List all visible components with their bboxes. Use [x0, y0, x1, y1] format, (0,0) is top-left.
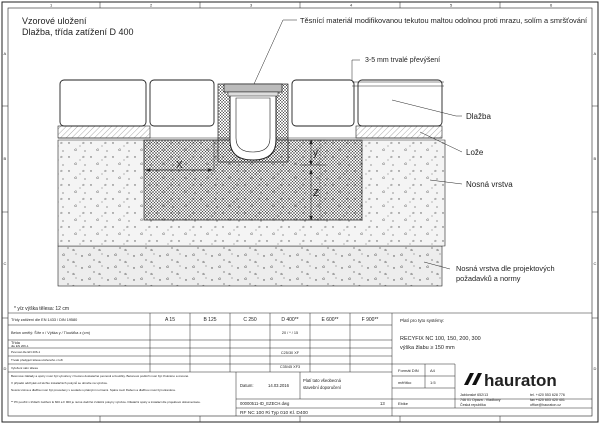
- d400-class: C25/30 XF: [281, 351, 300, 355]
- dim-x-label: X: [176, 160, 183, 171]
- title-block-grid: [8, 312, 592, 416]
- frame-row-label: C: [4, 261, 7, 266]
- format-value: A4: [430, 368, 436, 373]
- small-row: Trvalé předpjetí tělesa uloženého v loži: [11, 358, 63, 362]
- scale-label: měřítko: [398, 380, 412, 385]
- row-class-sub: dle EN 206-1: [11, 344, 29, 348]
- paving-stones: [59, 79, 443, 127]
- applies-systems: RECYFIX NC 100, 150, 200, 300: [400, 336, 481, 342]
- leader-lines: [253, 19, 463, 270]
- frame-row-label: D: [4, 366, 7, 371]
- scale-value: 1:5: [430, 380, 436, 385]
- desc-line1: Platí tato všeobecná: [303, 378, 342, 383]
- sheet-number: 13: [380, 401, 385, 406]
- frame-row-label: A: [594, 51, 597, 56]
- frame-col-label: 5: [450, 3, 453, 8]
- title-line1: Vzorové uložení: [22, 16, 87, 26]
- frame-row-label: B: [594, 156, 597, 161]
- dim-z-label: Z: [313, 188, 319, 199]
- note-line: ** Při použití v třídách zatížení E 600 …: [11, 400, 201, 404]
- note-line: Nosná vrstva a dlažba musí být provedeny…: [11, 388, 176, 392]
- frame-col-label: 6: [550, 3, 553, 8]
- desc-line2: stavební doporučení: [303, 385, 342, 390]
- subbase-layer: [57, 245, 443, 287]
- dim-y-label: y: [313, 148, 318, 159]
- date-label: Datum:: [240, 383, 254, 388]
- file-name: 00000511-ID_EZECH.dwg: [240, 401, 290, 406]
- drainage-channel: [217, 83, 289, 163]
- frame-col-label: 1: [50, 3, 53, 8]
- load-class-headers: A 15 B 125 C 250 D 400** E 600** F 900**: [165, 317, 378, 323]
- d400-class2: C35/45 XF3: [280, 365, 300, 369]
- company-address2: 746 01 Opava - Vlaďkovy: [460, 398, 501, 402]
- frame-row-label: A: [4, 51, 7, 56]
- table-left-labels: Třídy zatížení dle EN 1433 / DIN 19580 B…: [11, 318, 91, 370]
- note-yz: * y/z výška tělesa: 12 cm: [14, 306, 69, 312]
- load-class-e600: E 600**: [322, 317, 339, 323]
- table-header-left: Třídy zatížení dle EN 1433 / DIN 19580: [11, 318, 77, 322]
- load-class-a15: A 15: [165, 317, 175, 323]
- concrete-haunch: [143, 139, 363, 221]
- label-paving: Dlažba: [466, 112, 491, 121]
- frame-row-label: C: [594, 261, 597, 266]
- grating: [223, 83, 283, 93]
- drawing-ref: RF NC 100 Ri Typ 010 Kl. D400: [240, 410, 308, 416]
- applies-label: Platí pro tyto systémy:: [400, 318, 444, 323]
- applies-height: výška žlabu ≥ 150 mm: [400, 345, 455, 351]
- bed-layer-left: [57, 125, 151, 139]
- note-line: V případě odchylek od těchto instalačníc…: [11, 381, 108, 385]
- d400-concrete-dims: 20 / * / 15: [282, 331, 298, 335]
- label-bearing-layer: Nosná vrstva: [466, 180, 513, 189]
- label-subbase: Nosná vrstva dle projektových požadavků …: [456, 264, 555, 283]
- row-class-label: Třída: [11, 341, 21, 345]
- load-class-d400: D 400**: [281, 317, 298, 323]
- frame-row-label: B: [4, 156, 7, 161]
- company-address1: Jablonské 652/13: [460, 393, 488, 397]
- note-line: Betonové základy a opěry musí být vytvoř…: [11, 374, 189, 378]
- small-row: Vyložení stěn tělesa: [11, 366, 38, 370]
- load-class-c250: C 250: [243, 317, 257, 323]
- frame-labels: 1 2 3 4 5 6 A B C D A B C D: [4, 3, 597, 372]
- row-concrete-label: Beton umělý: Šíře x / Výška y / Tloušťka…: [11, 330, 91, 335]
- dimensions: [145, 139, 326, 221]
- notes-block: Betonové základy a opěry musí být vytvoř…: [11, 374, 201, 404]
- d400-values: 20 / * / 15 C25/30 XF C35/45 XF3: [280, 331, 300, 369]
- frame-col-label: 2: [150, 3, 153, 8]
- load-class-b125: B 125: [203, 317, 216, 323]
- unit-label: Ebike: [398, 401, 409, 406]
- company-address3: Česká republika: [460, 402, 486, 407]
- label-tolerance: 3-5 mm trvalé převýšení: [365, 57, 440, 64]
- frame-col-label: 3: [250, 3, 253, 8]
- company-phone: tel. +420 553 628 776: [530, 393, 565, 397]
- format-label: Formát DIN: [398, 368, 419, 373]
- hauraton-logo: hauraton: [464, 371, 557, 390]
- frame-col-label: 4: [350, 3, 353, 8]
- frame-ticks: [2, 2, 598, 422]
- label-sealant: Těsnící materiál modifikovanou tekutou m…: [300, 16, 588, 25]
- label-bed: Lože: [466, 148, 484, 157]
- company-email: office@hauraton.cz: [530, 403, 561, 407]
- logo-wordmark: hauraton: [484, 371, 557, 390]
- date-value: 14.03.2016: [268, 383, 290, 388]
- title-line2: Dlažba, třída zatížení D 400: [22, 27, 134, 37]
- frame-row-label: D: [594, 366, 597, 371]
- company-address: Jablonské 652/13 746 01 Opava - Vlaďkovy…: [460, 393, 565, 407]
- load-class-f900: F 900**: [362, 317, 379, 323]
- company-fax: fax +420 603 420 401: [530, 398, 565, 402]
- small-row: Pevnost dle EN 206-1: [11, 350, 41, 354]
